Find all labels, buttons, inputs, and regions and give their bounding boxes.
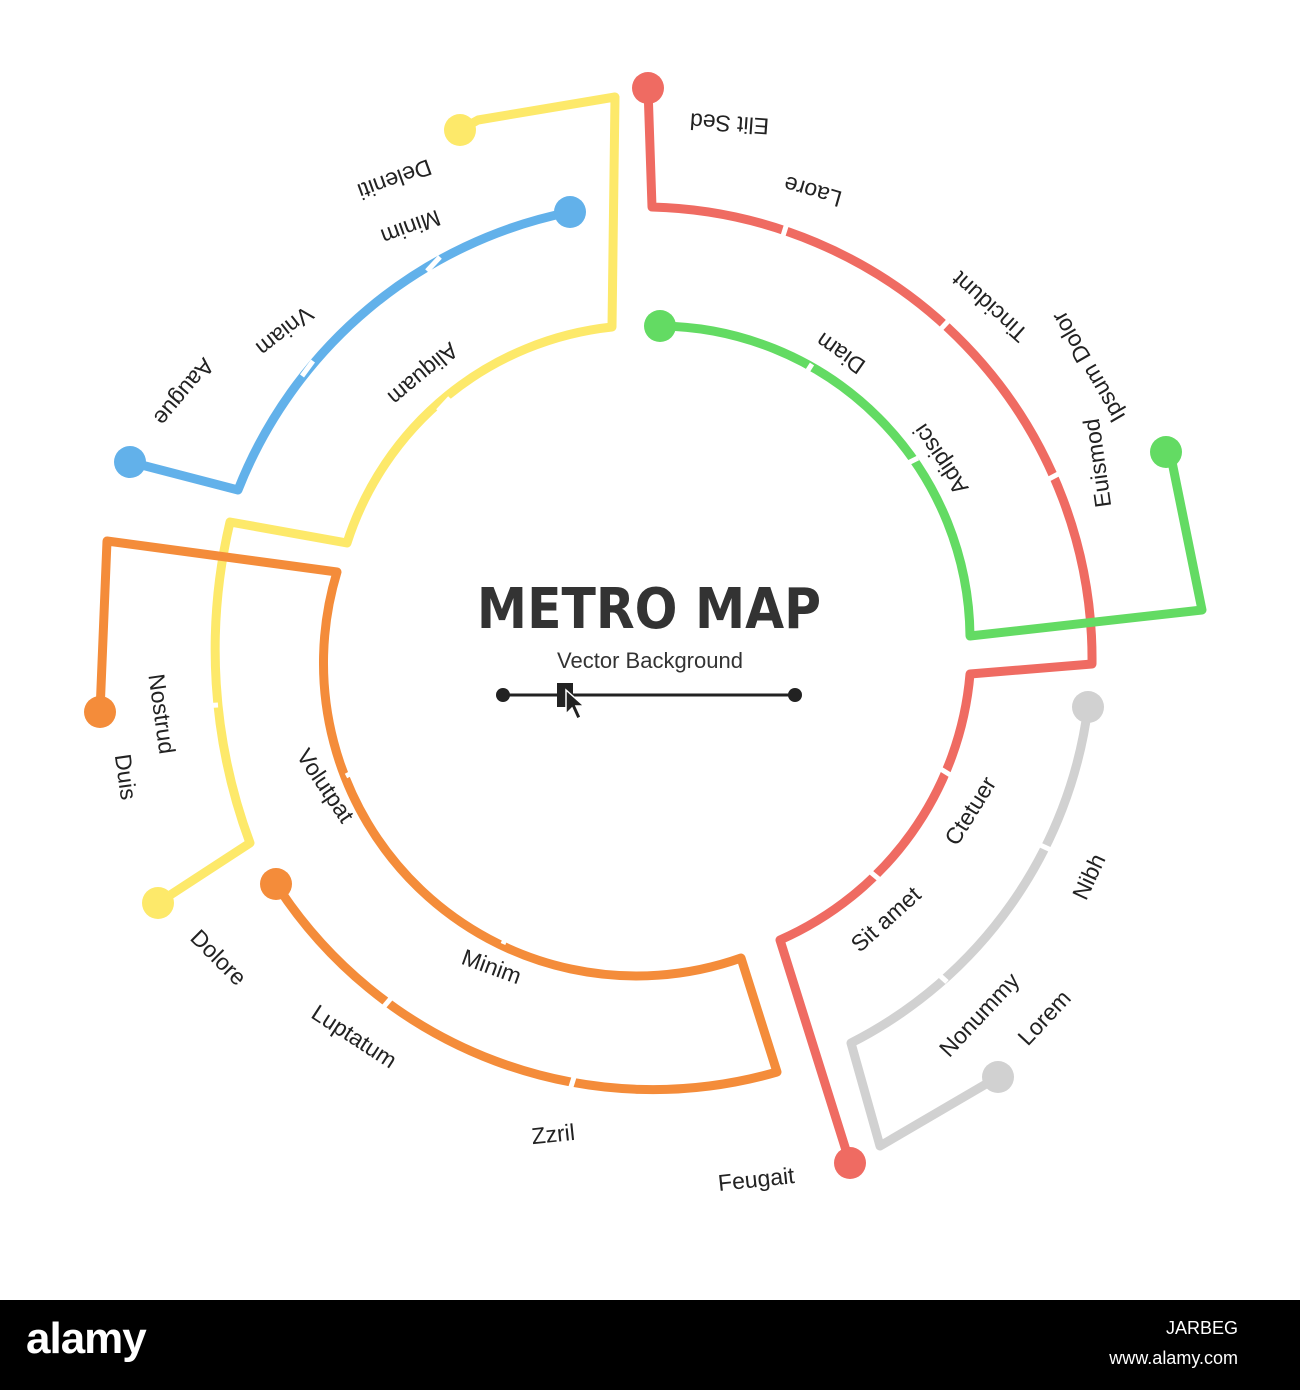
gray-line [846,702,1093,1151]
station-vniam: Vniam [251,301,318,362]
orange-line-terminal-bottom [260,868,292,900]
red-line [643,83,1097,1168]
yellow-line-terminal-top [444,114,476,146]
blue-line-terminal-right [554,196,586,228]
gray-line-terminal-top [1072,691,1104,723]
station-nibh: Nibh [1067,850,1111,904]
station-dolore: Dolore [186,924,252,990]
yellow-line [153,92,620,908]
blue-line [125,207,575,495]
gray-line-terminal-bottom [982,1061,1014,1093]
brand-logo: alamy [26,1314,147,1363]
station-euismod: Euismod [1078,417,1116,509]
watermark-footer: alamy JARBEG www.alamy.com [0,1300,1300,1390]
image-code: JARBEG [1165,1318,1238,1338]
station-ctetuer: Ctetuer [939,772,1001,850]
slider-graphic [496,683,802,721]
green-line [655,321,1207,641]
orange-line-terminal-left [84,696,116,728]
station-duis: Duis [110,752,142,801]
station-feugait: Feugait [717,1162,797,1196]
cursor-icon [565,688,586,721]
station-ipsum-dolor: Ipsum Dolor [1046,307,1131,428]
yellow-line-terminal-bottom [142,887,174,919]
page-subtitle: Vector Background [557,648,743,673]
station-ticks [200,219,1064,1091]
orange-line [95,536,782,1095]
metro-map: METRO MAP Vector Background Elit Sed Lao… [84,72,1207,1196]
station-zzril: Zzril [530,1119,576,1149]
blue-line-terminal-left [114,446,146,478]
station-deleniti: Deleniti [354,154,435,205]
station-elit-sed: Elit Sed [689,108,770,139]
green-line-terminal-right [1150,436,1182,468]
station-luptatum: Luptatum [307,999,402,1073]
red-line-terminal-bottom [834,1147,866,1179]
page-title: METRO MAP [477,577,821,642]
station-aaugue: Aaugue [149,353,220,430]
station-lorem: Lorem [1012,985,1075,1050]
station-minim-blue: Minim [377,205,444,250]
red-line-terminal-top [632,72,664,104]
green-line-terminal-left [644,310,676,342]
brand-url: www.alamy.com [1109,1348,1238,1368]
station-nostrud: Nostrud [143,672,180,755]
station-laore: Laore [781,171,845,212]
